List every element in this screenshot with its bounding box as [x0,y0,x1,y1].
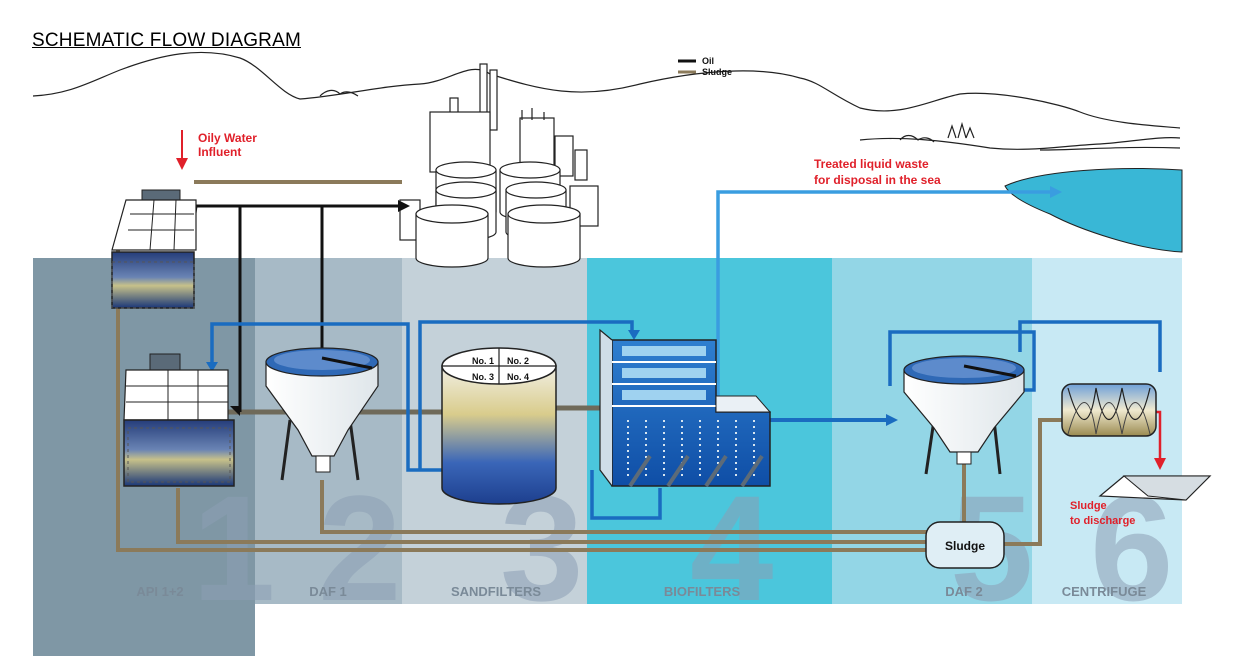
stage-labels: API 1+2 DAF 1 SANDFILTERS BIOFILTERS DAF… [136,584,1146,599]
water-loop-2 [418,320,634,470]
water-pipes [210,320,1162,520]
daf-1-unit [265,347,379,481]
sludge-box-label: Sludge [945,539,985,553]
sandfilter-tank: No. 1 No. 2 No. 3 No. 4 [441,347,557,505]
sea [1004,168,1183,253]
daf-2-unit [903,355,1025,475]
water-loop-4 [888,330,1036,392]
stage-label-daf2: DAF 2 [945,584,983,599]
influent-arrow-head [176,158,188,170]
biofilter-unit [599,328,772,488]
influent-label-1: Oily Water [198,131,257,145]
sludge-tank: Sludge [925,521,1005,569]
discharge-arrow-head [1154,458,1166,470]
treated-arrow [1050,186,1062,198]
storage-tanks [415,161,581,268]
annotations: Oily Water Influent Treated liquid waste… [198,131,1135,527]
stage-label-centrifuge: CENTRIFUGE [1062,584,1147,599]
oil-pipe-api1 [188,204,392,251]
tank-no3: No. 3 [472,372,494,382]
sludge-discharge-label-1: Sludge [1070,500,1107,512]
treated-pipe [716,190,1050,408]
centrifuge-unit [1061,383,1212,501]
treated-label-2: for disposal in the sea [814,173,941,187]
oil-arrow-2 [230,406,240,416]
sludge-pipe-centrifuge [1004,418,1062,546]
api-separator-2 [123,353,235,487]
oil-arrow [398,200,410,212]
legend-oil-label: Oil [702,56,714,66]
water-loop-5 [1018,320,1162,372]
sludge-pipe-daf1 [320,480,930,534]
api-separator-1 [111,189,197,309]
influent-label-2: Influent [198,145,241,159]
sludge-pipe-main [116,250,930,552]
water-arrow-3 [886,414,898,426]
legend: Oil Sludge [678,56,732,77]
tank-no2: No. 2 [507,356,529,366]
sludge-pipe-api2 [176,488,930,544]
treated-label-1: Treated liquid waste [814,157,929,171]
water-arrow-2 [628,330,640,340]
landscape [32,51,1181,151]
water-loop-3 [590,470,662,520]
tank-no1: No. 1 [472,356,494,366]
refinery [399,63,599,268]
stage-label-daf1: DAF 1 [309,584,347,599]
water-arrow-1 [206,362,218,372]
sludge-discharge-label-2: to discharge [1070,515,1135,527]
stage-label-sandfilters: SANDFILTERS [451,584,541,599]
stage-label-api: API 1+2 [136,584,183,599]
tank-no4: No. 4 [507,372,529,382]
diagram-title: SCHEMATIC FLOW DIAGRAM [32,30,301,51]
stage-label-biofilters: BIOFILTERS [664,584,741,599]
legend-sludge-label: Sludge [702,67,732,77]
